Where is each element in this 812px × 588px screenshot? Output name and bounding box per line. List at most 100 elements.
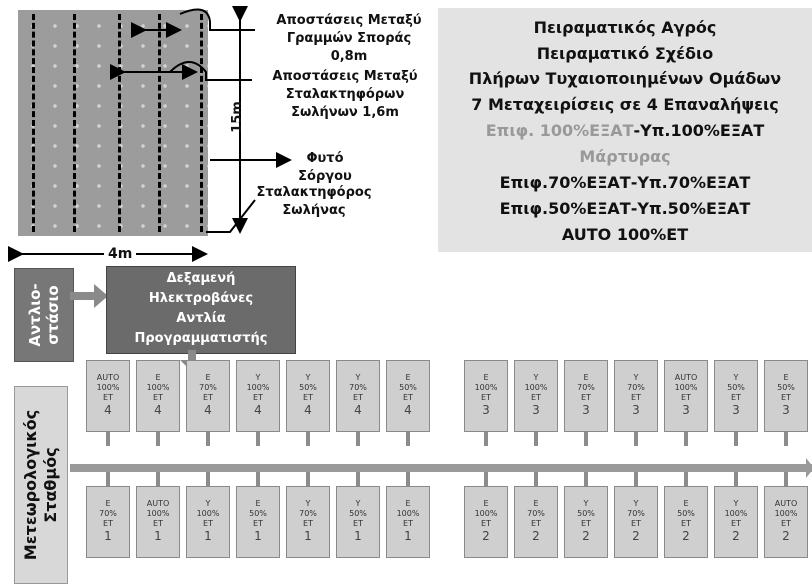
plot-cell-replicate: 4	[204, 403, 212, 417]
pipe-connector	[156, 472, 160, 486]
plot-cell-unit: ET	[203, 519, 213, 528]
plot-cell-unit: ET	[531, 519, 541, 528]
plot-cell-treatment: E	[583, 373, 589, 382]
plot-cell-percent: 70%	[349, 383, 367, 392]
plot-cell-percent: 50%	[677, 509, 695, 518]
schematic-annotations	[8, 6, 292, 262]
plot-cell-treatment: Y	[533, 373, 539, 382]
plot-cell-unit: ET	[103, 393, 113, 402]
info-treatment-1: Επιφ. 100%ΕΞΑΤ-Υπ.100%ΕΞΑΤ	[438, 121, 812, 140]
plot-cell-replicate: 3	[682, 403, 690, 417]
plot-cell-replicate: 3	[532, 403, 540, 417]
pipe-connector	[484, 432, 488, 446]
info-design-type: Πλήρων Τυχαιοποιημένων Ομάδων	[468, 69, 782, 88]
plot-cell-treatment: E	[105, 499, 111, 508]
plot-cell-unit: ET	[481, 519, 491, 528]
plot-cell-unit: ET	[153, 519, 163, 528]
plot-cell-percent: 100%	[474, 509, 498, 518]
dripper-spacing-label: Αποστάσεις Μεταξύ Σταλακτηφόρων Σωλήνων …	[272, 69, 418, 120]
plot-cell-replicate: 1	[404, 529, 412, 543]
pipe-connector	[206, 432, 210, 446]
plot-cell-unit: ET	[681, 393, 691, 402]
plot-cell-treatment: Y	[305, 373, 311, 382]
pipe-connector	[634, 432, 638, 446]
plot-cell-replicate: 3	[482, 403, 490, 417]
plot-cell-unit: ET	[353, 519, 363, 528]
plot-cell-treatment: E	[483, 373, 489, 382]
pipe-connector	[534, 472, 538, 486]
plot-cell-treatment: AUTO	[96, 373, 120, 382]
plot-cell-unit: ET	[681, 519, 691, 528]
pipe-connector	[406, 472, 410, 486]
plot-cell-treatment: E	[255, 499, 261, 508]
plot-cell-percent: 100%	[724, 509, 748, 518]
pump-station-box: Αντλιο- στάσιο	[14, 268, 74, 362]
irrigation-main-pipe	[70, 464, 812, 472]
plot-cell-replicate: 1	[154, 529, 162, 543]
info-treatment-1-sub: -Υπ.100%ΕΞΑΤ	[633, 121, 765, 140]
pump-to-tank-arrow	[70, 284, 108, 308]
sowing-line	[200, 14, 203, 232]
plot-cell-unit: ET	[253, 393, 263, 402]
plot-cell-percent: 50%	[349, 509, 367, 518]
plot-cell-unit: ET	[403, 393, 413, 402]
dripper-label: Σταλακτηφόρος Σωλήνας	[256, 185, 372, 218]
pipe-connector	[684, 472, 688, 486]
plot-cell-treatment: E	[483, 499, 489, 508]
tank-control-box: Δεξαμενή Ηλεκτροβάνες Αντλία Προγραμματι…	[106, 266, 296, 354]
plot-cell-replicate: 1	[254, 529, 262, 543]
plot-cell-unit: ET	[153, 393, 163, 402]
plot-cell-unit: ET	[731, 519, 741, 528]
info-title: Πειραματικός Αγρός	[533, 18, 717, 37]
plot-cell-replicate: 2	[582, 529, 590, 543]
plot-cell-percent: 100%	[396, 509, 420, 518]
info-treatment-2: Επιφ.70%ΕΞΑΤ-Υπ.70%ΕΞΑΤ	[499, 173, 751, 192]
tank-label: Δεξαμενή Ηλεκτροβάνες Αντλία Προγραμματι…	[134, 271, 268, 346]
width-dimension: 4m	[104, 245, 137, 263]
pipe-connector	[584, 472, 588, 486]
plot-cell-percent: 50%	[299, 383, 317, 392]
info-treatment-1-surface: Επιφ. 100%ΕΞΑΤ	[485, 121, 634, 140]
plot-cell-percent: 70%	[627, 383, 645, 392]
plot-cell-treatment: AUTO	[146, 499, 170, 508]
plant-label: Φυτό Σόργου	[298, 151, 352, 184]
sowing-line	[32, 14, 35, 232]
row-spacing-label: Αποστάσεις Μεταξύ Γραμμών Σποράς 0,8m	[276, 13, 422, 64]
plot-cell-replicate: 4	[404, 403, 412, 417]
plot-cell-replicate: 2	[482, 529, 490, 543]
plot-cell-replicate: 2	[782, 529, 790, 543]
plot-cell-treatment: E	[405, 499, 411, 508]
pipe-connector	[634, 472, 638, 486]
plot-cell-unit: ET	[253, 519, 263, 528]
pipe-connector	[206, 472, 210, 486]
plot-cell-treatment: Y	[633, 373, 639, 382]
plot-cell-unit: ET	[303, 519, 313, 528]
plot-cell-percent: 70%	[99, 509, 117, 518]
plant-dots	[18, 10, 208, 236]
pipe-connector	[106, 472, 110, 486]
plot-cell-percent: 50%	[249, 509, 267, 518]
field-plot-schematic	[18, 10, 208, 236]
pipe-connector	[256, 472, 260, 486]
plot-cell-treatment: Y	[583, 499, 589, 508]
info-treatments: 7 Μεταχειρίσεις σε 4 Επαναλήψεις	[471, 95, 779, 114]
plot-cell-replicate: 1	[354, 529, 362, 543]
plot-cell-percent: 100%	[96, 383, 120, 392]
